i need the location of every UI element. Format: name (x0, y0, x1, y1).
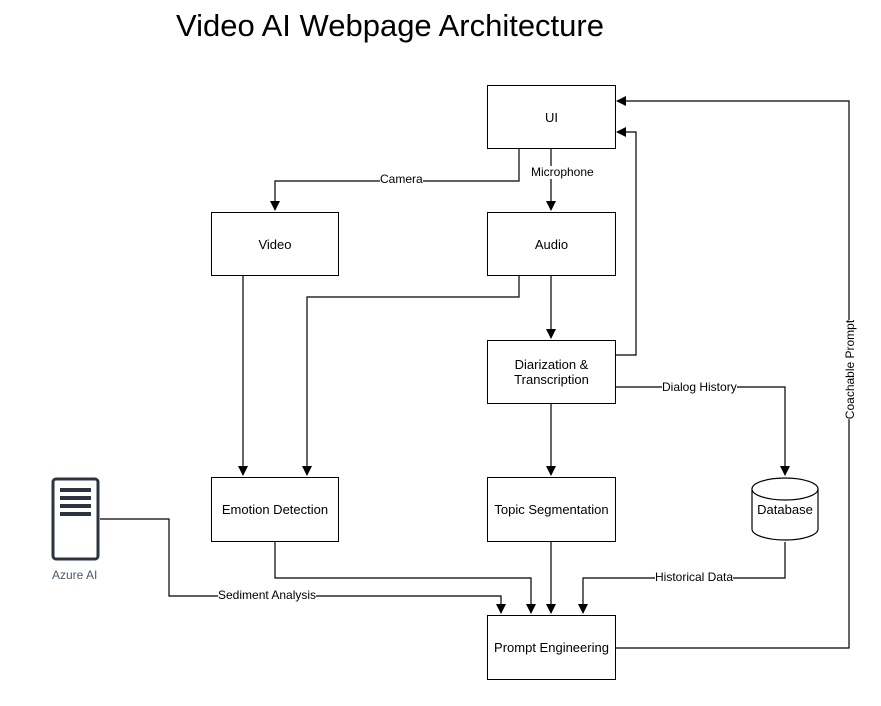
edge-label-microphone: Microphone (531, 165, 594, 179)
server-icon (51, 477, 100, 561)
edge-diarization-ui (615, 127, 637, 356)
node-topic-segmentation-label: Topic Segmentation (494, 502, 609, 517)
node-video: Video (211, 212, 339, 276)
node-azure-label: Azure AI (52, 568, 98, 582)
edge-emotion-prompt (274, 542, 536, 614)
edge-label-dialog-history: Dialog History (662, 380, 737, 394)
node-ui: UI (487, 85, 616, 149)
node-diarization: Diarization & Transcription (487, 340, 616, 404)
edge-label-historical-data: Historical Data (655, 570, 734, 584)
node-emotion-detection-label: Emotion Detection (221, 502, 329, 517)
node-topic-segmentation: Topic Segmentation (487, 477, 616, 542)
edge-prompt-ui (615, 96, 850, 649)
edge-diarization-database (615, 386, 790, 476)
node-audio: Audio (487, 212, 616, 276)
edge-azure-prompt (100, 518, 506, 614)
edge-label-coachable-prompt: Coachable Prompt (843, 319, 858, 420)
database-cylinder-shape (751, 477, 819, 541)
node-diarization-label: Diarization & Transcription (514, 357, 589, 387)
node-ui-label: UI (545, 109, 558, 125)
diagram-title: Video AI Webpage Architecture (176, 8, 604, 43)
node-prompt-engineering-label: Prompt Engineering (494, 640, 609, 655)
edge-audio-emotion (302, 276, 520, 476)
node-database-label: Database (757, 502, 813, 517)
node-video-label: Video (258, 236, 292, 252)
edge-label-camera: Camera (380, 172, 423, 186)
edge-label-sediment-analysis: Sediment Analysis (218, 588, 317, 602)
node-prompt-engineering: Prompt Engineering (487, 615, 616, 680)
node-audio-label: Audio (534, 236, 569, 252)
node-emotion-detection: Emotion Detection (211, 477, 339, 542)
